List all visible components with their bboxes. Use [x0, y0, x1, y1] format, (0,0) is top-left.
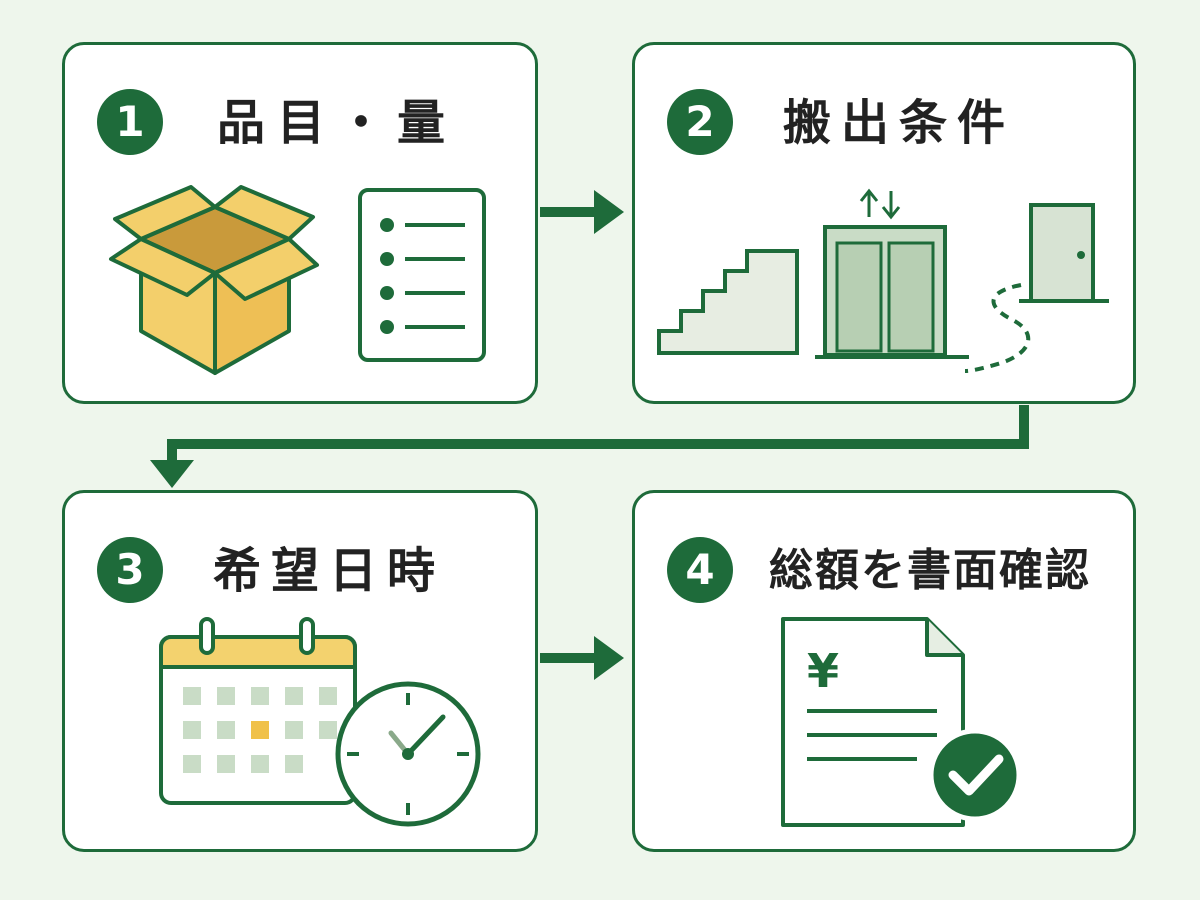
door-icon [1019, 203, 1109, 303]
arrow-step3-to-step4 [540, 636, 624, 680]
step-card-1: 1 品目・量 [62, 42, 538, 404]
currency-symbol: ¥ [807, 644, 839, 698]
clock-icon [335, 681, 481, 827]
elevator-icon [815, 188, 969, 359]
step-number-badge: 2 [667, 89, 733, 155]
checkmark-icon [928, 728, 1022, 822]
checklist-icon [358, 188, 486, 362]
calendar-icon [159, 617, 357, 805]
step-card-2: 2 搬出条件 [632, 42, 1136, 404]
arrow-step2-to-step3 [150, 405, 1029, 488]
cardboard-box-icon [109, 185, 319, 375]
up-down-arrows-icon [859, 188, 901, 220]
step-title: 総額を書面確認 [769, 545, 1091, 596]
step-title: 搬出条件 [783, 95, 1016, 151]
path-icon [964, 283, 1031, 373]
step-card-3: 3 希望日時 [62, 490, 538, 852]
step-number-badge: 1 [97, 89, 163, 155]
step-title: 希望日時 [213, 543, 446, 599]
invoice-document-icon: ¥ [781, 617, 1022, 827]
stairs-icon [657, 249, 799, 355]
step-title: 品目・量 [217, 95, 458, 151]
step-number-badge: 4 [667, 537, 733, 603]
step-number-badge: 3 [97, 537, 163, 603]
selected-date-icon [251, 721, 269, 739]
arrow-step1-to-step2 [540, 190, 624, 234]
step-card-4: 4 総額を書面確認 ¥ [632, 490, 1136, 852]
